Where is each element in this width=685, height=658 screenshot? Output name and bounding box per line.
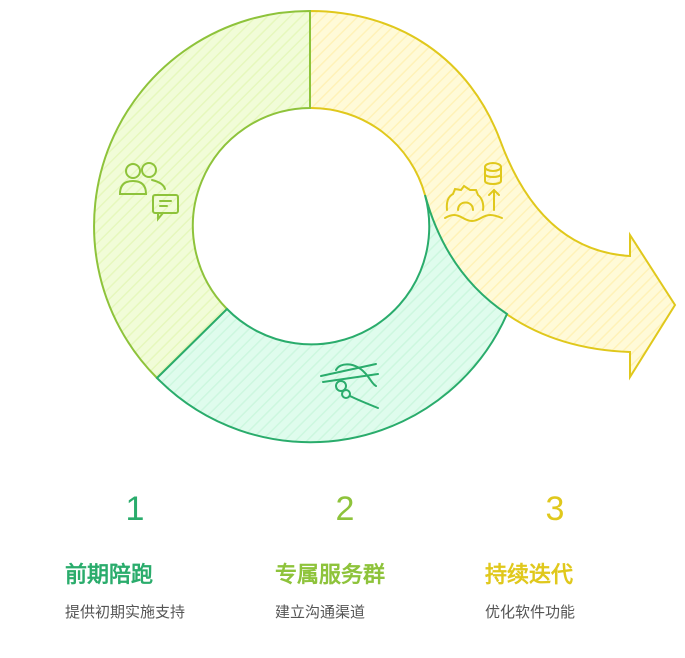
step-number: 3 xyxy=(545,490,565,528)
handshake-icon xyxy=(320,363,379,409)
step-1: 1 前期陪跑 提供初期实施支持 xyxy=(65,490,265,622)
users-chat-icon xyxy=(118,162,179,222)
step-title: 持续迭代 xyxy=(485,563,574,588)
segment-green xyxy=(155,194,509,444)
segment-yellow-arrow xyxy=(309,9,677,381)
step-2: 2 专属服务群 建立沟通渠道 xyxy=(275,490,475,622)
cycle-diagram xyxy=(93,9,677,444)
segment-lime xyxy=(93,9,311,380)
gear-database-upgrade-icon xyxy=(444,162,503,222)
step-subtitle: 优化软件功能 xyxy=(485,603,576,621)
step-title: 专属服务群 xyxy=(275,563,386,588)
step-number: 1 xyxy=(125,490,145,528)
step-number: 2 xyxy=(335,490,355,528)
step-title: 前期陪跑 xyxy=(65,563,154,588)
step-3: 3 持续迭代 优化软件功能 xyxy=(485,490,685,622)
step-subtitle: 提供初期实施支持 xyxy=(65,603,186,621)
step-subtitle: 建立沟通渠道 xyxy=(275,603,366,621)
